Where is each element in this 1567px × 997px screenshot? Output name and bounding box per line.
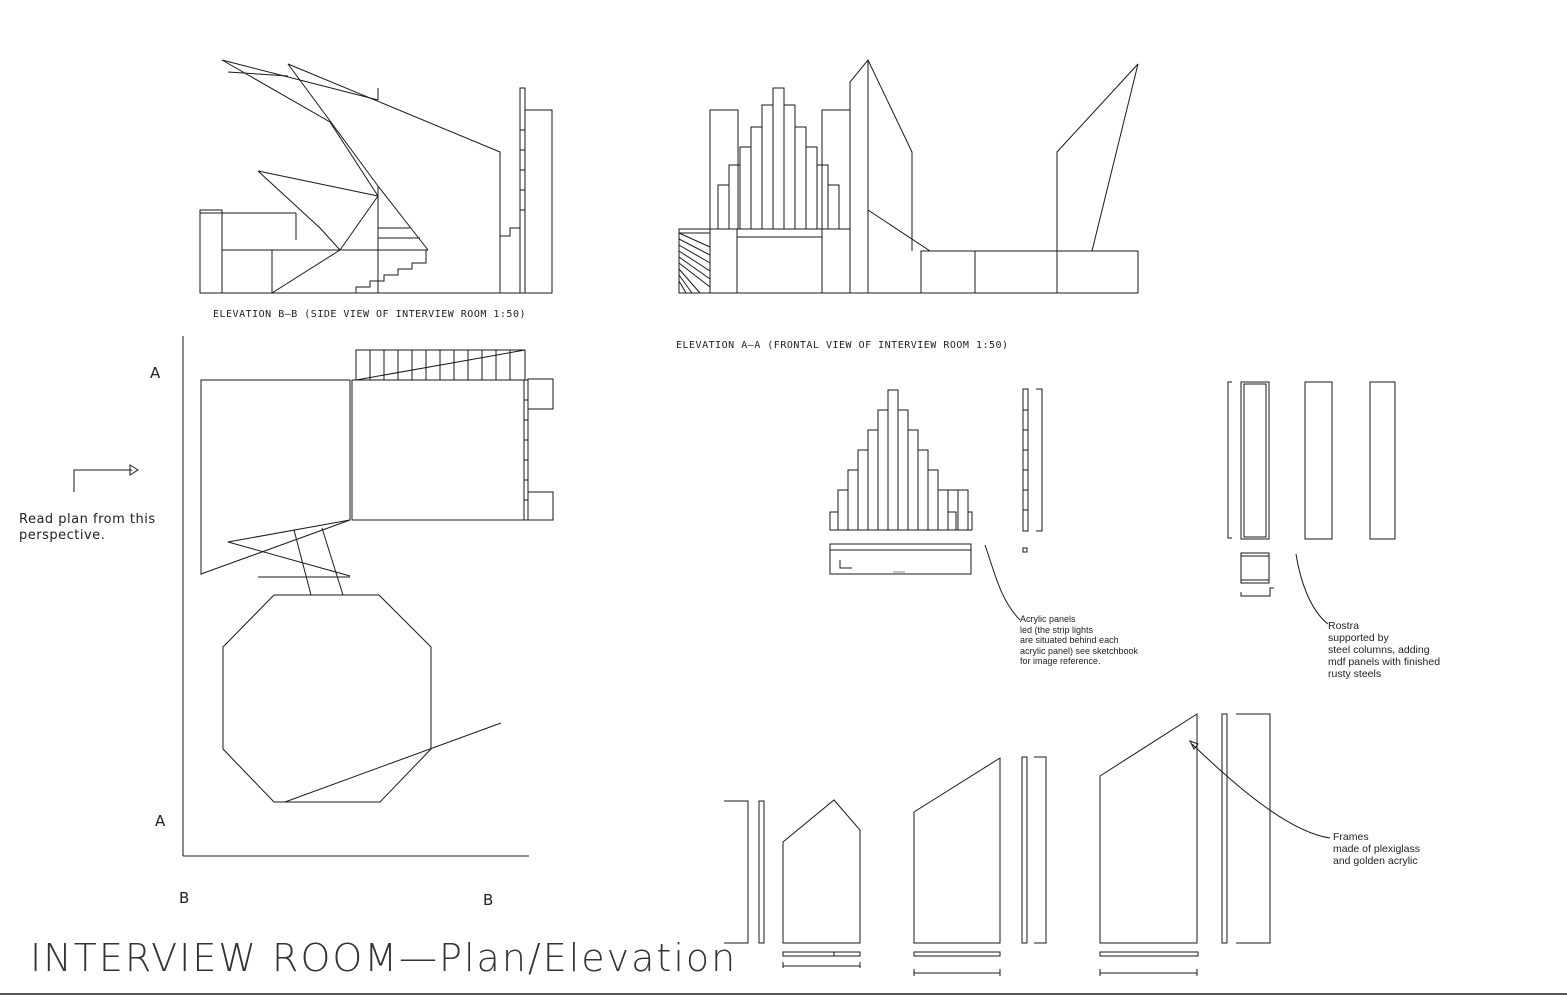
section-marker-a-bottom: A	[155, 812, 166, 830]
acrylic-panels-note: Acrylic panels led (the strip lights are…	[1020, 614, 1139, 666]
elevation-aa-drawing	[678, 59, 1139, 294]
elevation-bb-drawing	[199, 59, 553, 294]
sheet-title: INTERVIEW ROOM—Plan/Elevation	[30, 936, 738, 980]
section-marker-b-left: B	[179, 889, 190, 907]
elevation-bb-caption: ELEVATION B—B (SIDE VIEW OF INTERVIEW RO…	[213, 309, 526, 320]
plan-drawing	[73, 336, 554, 857]
frames-detail	[724, 713, 1331, 976]
section-marker-a-top: A	[150, 364, 161, 382]
elevation-aa-caption: ELEVATION A—A (FRONTAL VIEW OF INTERVIEW…	[676, 340, 1009, 351]
rostra-detail	[1227, 381, 1396, 625]
acrylic-panel-detail	[829, 388, 1043, 621]
read-plan-note: Read plan from this perspective.	[19, 512, 156, 543]
rostra-note: Rostra supported by steel columns, addin…	[1328, 620, 1441, 680]
section-marker-b-right: B	[483, 891, 494, 909]
frames-note: Frames made of plexiglass and golden acr…	[1333, 831, 1420, 867]
